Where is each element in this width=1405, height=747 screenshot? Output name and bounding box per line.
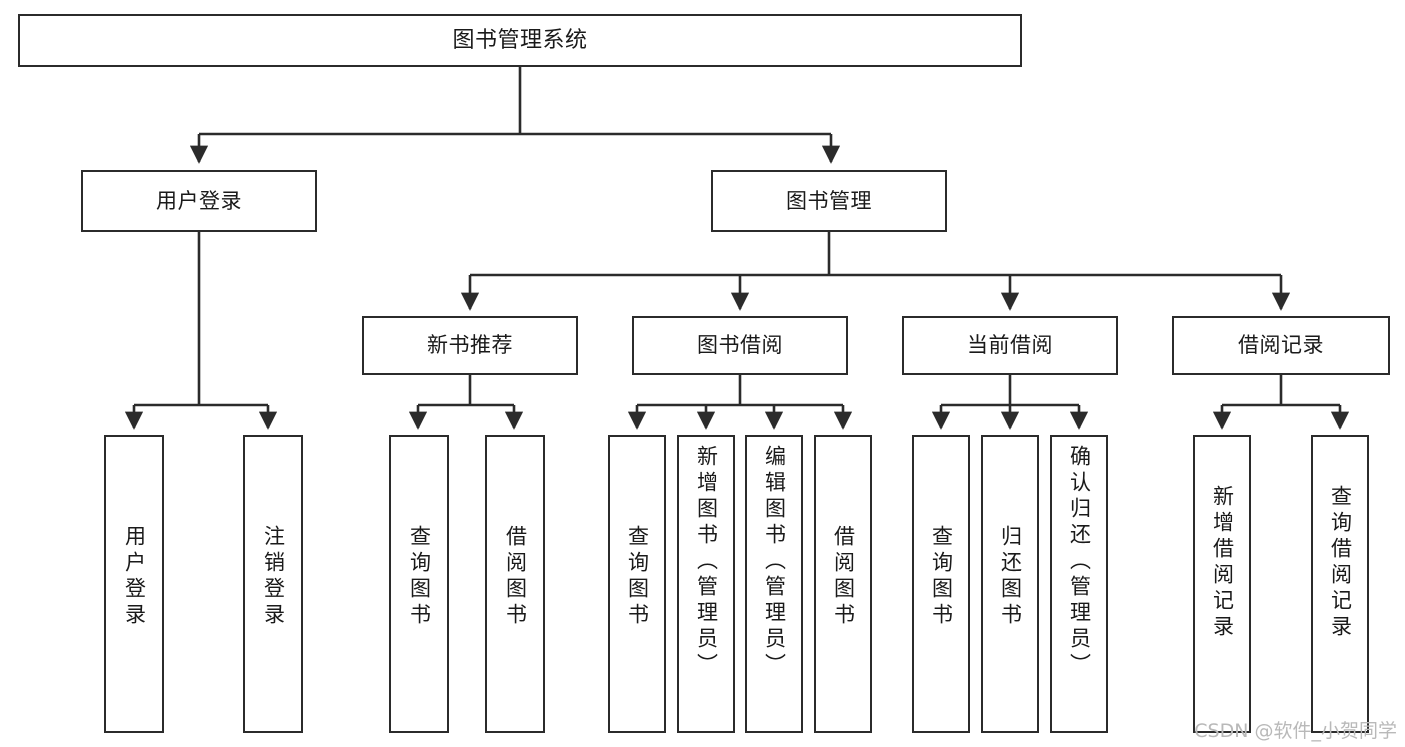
node-book-borrow-label: 图书借阅	[697, 333, 783, 358]
node-user-login[interactable]: 用户登录	[81, 170, 317, 232]
leaf-add-record-label: 新增借阅记录	[1210, 485, 1235, 641]
leaf-query-book-1-label: 查询图书	[407, 525, 432, 629]
leaf-confirm-return-label: 确认归还（管理员）	[1067, 445, 1092, 679]
leaf-user-login[interactable]: 用户登录	[104, 435, 164, 733]
leaf-edit-book-label: 编辑图书（管理员）	[762, 445, 787, 679]
leaf-return-book[interactable]: 归还图书	[981, 435, 1039, 733]
leaf-borrow-book-1[interactable]: 借阅图书	[485, 435, 545, 733]
node-book-borrow[interactable]: 图书借阅	[632, 316, 848, 375]
node-root[interactable]: 图书管理系统	[18, 14, 1022, 67]
node-current-borrow-label: 当前借阅	[967, 333, 1053, 358]
leaf-query-book-1[interactable]: 查询图书	[389, 435, 449, 733]
node-borrow-record-label: 借阅记录	[1238, 333, 1324, 358]
leaf-user-logout-label: 注销登录	[261, 525, 286, 629]
leaf-user-logout[interactable]: 注销登录	[243, 435, 303, 733]
leaf-return-book-label: 归还图书	[998, 525, 1023, 629]
leaf-add-book-label: 新增图书（管理员）	[694, 445, 719, 679]
leaf-query-book-3[interactable]: 查询图书	[912, 435, 970, 733]
leaf-borrow-book-2-label: 借阅图书	[831, 525, 856, 629]
leaf-query-book-2[interactable]: 查询图书	[608, 435, 666, 733]
leaf-query-record-label: 查询借阅记录	[1328, 485, 1353, 641]
node-borrow-record[interactable]: 借阅记录	[1172, 316, 1390, 375]
leaf-add-book[interactable]: 新增图书（管理员）	[677, 435, 735, 733]
node-current-borrow[interactable]: 当前借阅	[902, 316, 1118, 375]
leaf-confirm-return[interactable]: 确认归还（管理员）	[1050, 435, 1108, 733]
leaf-query-record[interactable]: 查询借阅记录	[1311, 435, 1369, 733]
leaf-borrow-book-2[interactable]: 借阅图书	[814, 435, 872, 733]
node-book-manage-label: 图书管理	[786, 188, 872, 213]
csdn-watermark: CSDN @软件_小贺同学	[1194, 720, 1397, 742]
leaf-edit-book[interactable]: 编辑图书（管理员）	[745, 435, 803, 733]
node-new-book-recommend[interactable]: 新书推荐	[362, 316, 578, 375]
node-book-manage[interactable]: 图书管理	[711, 170, 947, 232]
leaf-borrow-book-1-label: 借阅图书	[503, 525, 528, 629]
node-new-book-recommend-label: 新书推荐	[427, 333, 513, 358]
node-user-login-label: 用户登录	[156, 188, 242, 213]
leaf-user-login-label: 用户登录	[122, 525, 147, 629]
leaf-query-book-3-label: 查询图书	[929, 525, 954, 629]
node-root-label: 图书管理系统	[452, 27, 588, 53]
leaf-add-record[interactable]: 新增借阅记录	[1193, 435, 1251, 733]
leaf-query-book-2-label: 查询图书	[625, 525, 650, 629]
